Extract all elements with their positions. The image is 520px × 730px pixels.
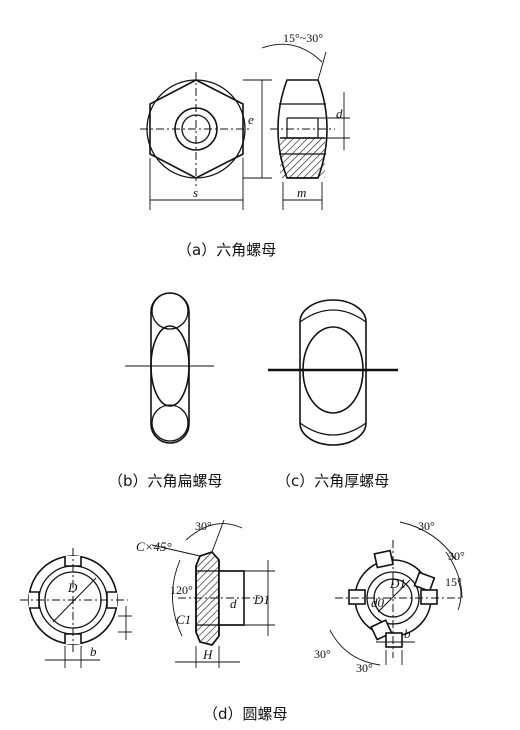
hex-nut-front-view	[140, 72, 252, 186]
hex-nut-dim-e	[243, 79, 272, 179]
label-angle-30-r4: 30°	[356, 661, 373, 675]
round-nut-section	[178, 551, 260, 646]
label-chamfer: C×45°	[136, 539, 172, 554]
hex-nut-side-view	[270, 79, 335, 179]
flat-hex-nut-drawing	[125, 292, 214, 444]
label-b-right: b	[404, 626, 411, 641]
label-chamfer-angle: 15°~30°	[283, 31, 323, 45]
round-nut-slotted-front	[20, 548, 128, 655]
hex-nut-dim-m	[282, 182, 323, 210]
label-angle-30-r1: 30°	[418, 519, 435, 533]
label-b-left: b	[90, 644, 97, 659]
label-angle-30-r3: 30°	[314, 647, 331, 661]
caption-c: （c）六角厚螺母	[276, 472, 390, 490]
label-angle-120: 120°	[170, 583, 193, 597]
label-m: m	[297, 185, 306, 200]
label-H: H	[202, 647, 213, 662]
round-nut-side-slots	[335, 540, 462, 658]
caption-b: （b）六角扁螺母	[108, 472, 223, 490]
round-nut-section-dims	[151, 519, 275, 668]
label-D1-right: D1	[389, 576, 406, 591]
label-c1: C1	[176, 612, 191, 627]
label-angle-15: 15°	[445, 575, 462, 589]
label-d-mid: d	[230, 596, 237, 611]
label-s: s	[193, 185, 198, 200]
round-nut-side-dims	[329, 521, 463, 666]
label-D1: D1	[253, 592, 270, 607]
label-D-left: D	[67, 580, 78, 595]
label-angle-30-mid: 30°	[195, 519, 212, 533]
label-d-side: d	[336, 106, 343, 121]
chamfer-angle-arc	[261, 43, 327, 81]
caption-a: （a）六角螺母	[177, 241, 277, 259]
label-e: e	[248, 112, 254, 127]
thick-hex-nut-drawing	[268, 299, 398, 446]
label-angle-30-r2: 30°	[448, 549, 465, 563]
caption-d: （d）圆螺母	[203, 705, 288, 723]
hex-nut-dim-s	[149, 158, 244, 210]
label-d0: d0	[371, 595, 385, 610]
round-nut-dim-b-left	[45, 606, 132, 668]
hex-nut-dim-d	[318, 92, 350, 150]
